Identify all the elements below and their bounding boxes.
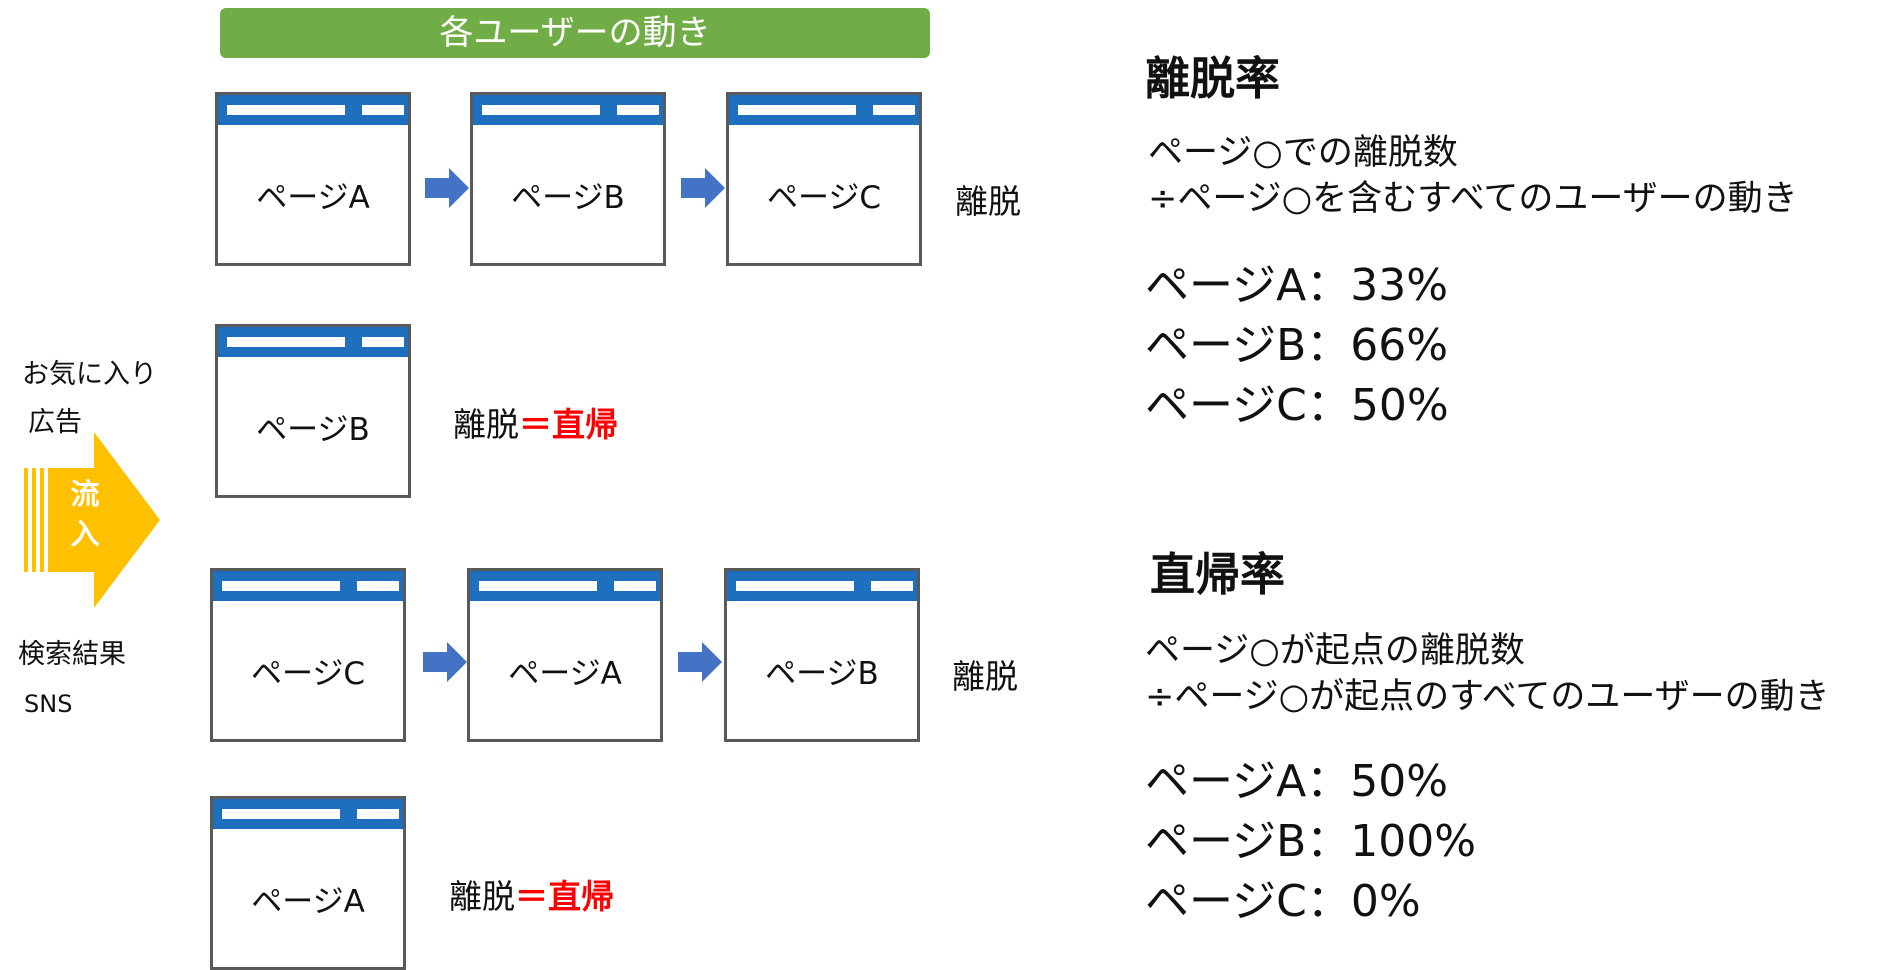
- page-label: ページB: [511, 179, 625, 216]
- bounce-rate-formula-line2: ÷ページ○が起点のすべてのユーザーの動き: [1145, 677, 1830, 717]
- window-title-bar: [727, 571, 917, 601]
- exit-label-text: 離脱: [952, 657, 1018, 696]
- right-arrow-icon: [681, 168, 725, 208]
- exit-rate-title: 離脱率: [1145, 52, 1281, 105]
- page-label: ページB: [765, 655, 879, 692]
- page-label: ページC: [766, 179, 882, 216]
- exit-label-flow3: 離脱: [952, 650, 1018, 698]
- page-window-flow3-3: ページB: [724, 568, 920, 742]
- page-label: ページC: [250, 655, 366, 692]
- window-title-bar: [470, 571, 660, 601]
- exit-rate-page-a: ページA：33%: [1145, 260, 1449, 311]
- page-window-flow1-2: ページB: [470, 92, 666, 266]
- page-label: ページB: [256, 411, 370, 448]
- exit-label-flow4: 離脱＝直帰: [449, 870, 614, 918]
- right-arrow-icon: [423, 642, 467, 682]
- exit-label-flow1: 離脱: [955, 175, 1021, 223]
- exit-rate-page-c: ページC：50%: [1145, 380, 1449, 431]
- page-window-flow1-1: ページA: [215, 92, 411, 266]
- exit-rate-formula: ページ○での離脱数 ÷ページ○を含むすべてのユーザーの動き: [1148, 130, 1798, 222]
- inflow-char-2: 入: [70, 517, 100, 551]
- bounce-label: ＝直帰: [515, 877, 614, 916]
- source-sns: SNS: [24, 690, 73, 718]
- inflow-label: 流 入: [62, 474, 108, 554]
- bounce-rate-formula-line1: ページ○が起点の離脱数: [1145, 631, 1525, 671]
- inflow-arrow-icon: [24, 432, 160, 608]
- exit-rate-formula-line2: ÷ページ○を含むすべてのユーザーの動き: [1148, 179, 1798, 219]
- window-title-bar: [213, 571, 403, 601]
- page-label: ページA: [508, 655, 622, 692]
- bounce-rate-formula: ページ○が起点の離脱数 ÷ページ○が起点のすべてのユーザーの動き: [1145, 628, 1830, 720]
- bounce-rate-page-a: ページA：50%: [1145, 756, 1449, 807]
- exit-rate-page-b: ページB：66%: [1145, 320, 1449, 371]
- source-search: 検索結果: [18, 639, 126, 670]
- page-window-flow3-2: ページA: [467, 568, 663, 742]
- page-window-flow2-1: ページB: [215, 324, 411, 498]
- window-title-bar: [729, 95, 919, 125]
- inflow-char-1: 流: [70, 477, 100, 511]
- exit-label-text: 離脱: [453, 405, 519, 444]
- window-title-bar: [473, 95, 663, 125]
- bounce-label: ＝直帰: [519, 405, 618, 444]
- page-window-flow3-1: ページC: [210, 568, 406, 742]
- exit-label-flow2: 離脱＝直帰: [453, 398, 618, 446]
- source-ads: 広告: [28, 407, 82, 438]
- window-title-bar: [213, 799, 403, 829]
- exit-rate-list: ページA：33% ページB：66% ページC：50%: [1145, 256, 1449, 436]
- page-label: ページA: [256, 179, 370, 216]
- page-label: ページA: [251, 883, 365, 920]
- exit-label-text: 離脱: [449, 877, 515, 916]
- right-arrow-icon: [425, 168, 469, 208]
- bounce-rate-title: 直帰率: [1150, 548, 1286, 601]
- exit-rate-formula-line1: ページ○での離脱数: [1148, 133, 1458, 173]
- right-arrow-icon: [678, 642, 722, 682]
- bounce-rate-list: ページA：50% ページB：100% ページC：0%: [1145, 752, 1476, 932]
- bounce-rate-page-b: ページB：100%: [1145, 816, 1477, 867]
- bounce-rate-page-c: ページC：0%: [1145, 876, 1421, 927]
- source-favorites: お気に入り: [22, 359, 157, 390]
- page-window-flow4-1: ページA: [210, 796, 406, 970]
- exit-label-text: 離脱: [955, 182, 1021, 221]
- user-flow-header: 各ユーザーの動き: [220, 8, 930, 58]
- window-title-bar: [218, 95, 408, 125]
- window-title-bar: [218, 327, 408, 357]
- page-window-flow1-3: ページC: [726, 92, 922, 266]
